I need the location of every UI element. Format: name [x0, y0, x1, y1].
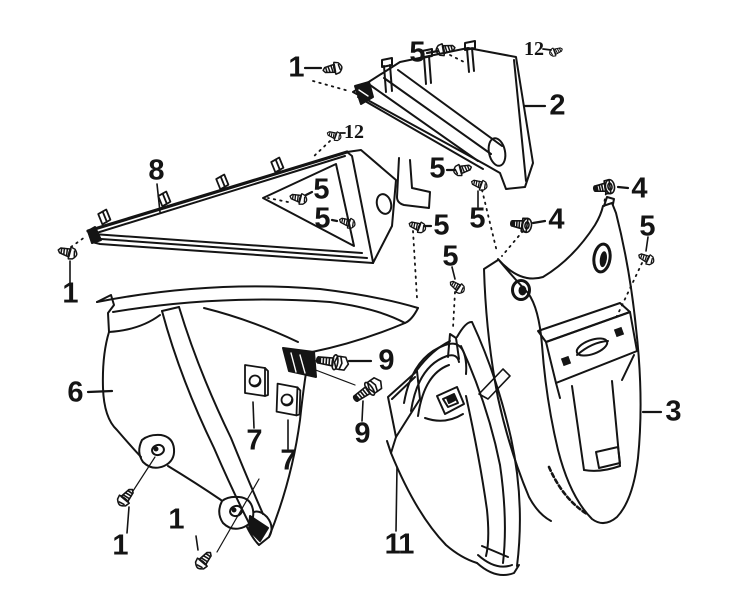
callout-12-top: 12 — [524, 38, 544, 60]
callout-5-cluster-bottom: 5 — [469, 202, 485, 235]
flange-bolt-icon — [314, 351, 351, 373]
screw-icon — [325, 127, 344, 143]
part-6-lower-cover — [96, 285, 419, 546]
callout-4-left: 4 — [548, 203, 564, 236]
screw-icon — [321, 60, 344, 78]
callout-5-top: 5 — [409, 36, 425, 69]
callout-4-top: 4 — [631, 172, 647, 205]
clip-nut-7a-icon — [244, 364, 269, 397]
callout-5-mid: 5 — [442, 240, 458, 273]
screw-icon — [547, 44, 565, 59]
screw-icon — [434, 40, 457, 58]
alignment-dotted-lines — [70, 54, 643, 329]
callout-2: 2 — [549, 89, 565, 122]
screw-icon — [469, 176, 490, 193]
callout-6: 6 — [67, 376, 83, 409]
callout-11: 11 — [384, 528, 415, 561]
callout-5-cluster-top: 5 — [429, 152, 445, 185]
screw-icon — [55, 243, 80, 262]
callout-9-b: 9 — [354, 417, 370, 450]
clip-nut-7b-icon — [275, 382, 302, 417]
leader-lines — [69, 48, 663, 553]
callout-5-panel8-a: 5 — [313, 173, 329, 206]
callout-5-panel8-b: 5 — [314, 202, 330, 235]
screw-icon — [446, 277, 468, 297]
part-2-upper-frame-panel — [352, 40, 534, 209]
callout-8: 8 — [148, 154, 164, 187]
callout-5-left: 5 — [433, 209, 449, 242]
callout-9-a: 9 — [378, 344, 394, 377]
flange-bolt-icon — [349, 373, 386, 407]
screw-icon — [191, 547, 217, 573]
callout-7-a: 7 — [246, 424, 262, 457]
callout-1-left: 1 — [62, 277, 78, 310]
screw-icon — [287, 190, 309, 207]
callout-1-bottom-b: 1 — [168, 503, 184, 536]
callout-1-top: 1 — [288, 51, 304, 84]
shoulder-screw-icon — [591, 178, 617, 197]
callout-3: 3 — [665, 395, 681, 428]
part-11-front-fender — [386, 320, 521, 576]
callout-12-mid: 12 — [344, 121, 364, 143]
callout-7-b: 7 — [280, 444, 296, 477]
part-8-side-garnish — [86, 149, 397, 264]
callout-5-right: 5 — [639, 210, 655, 243]
part-3-rear-fender — [483, 196, 642, 524]
shoulder-screw-icon — [508, 215, 534, 234]
callout-1-bottom-a: 1 — [112, 529, 128, 562]
screw-icon — [635, 249, 657, 268]
